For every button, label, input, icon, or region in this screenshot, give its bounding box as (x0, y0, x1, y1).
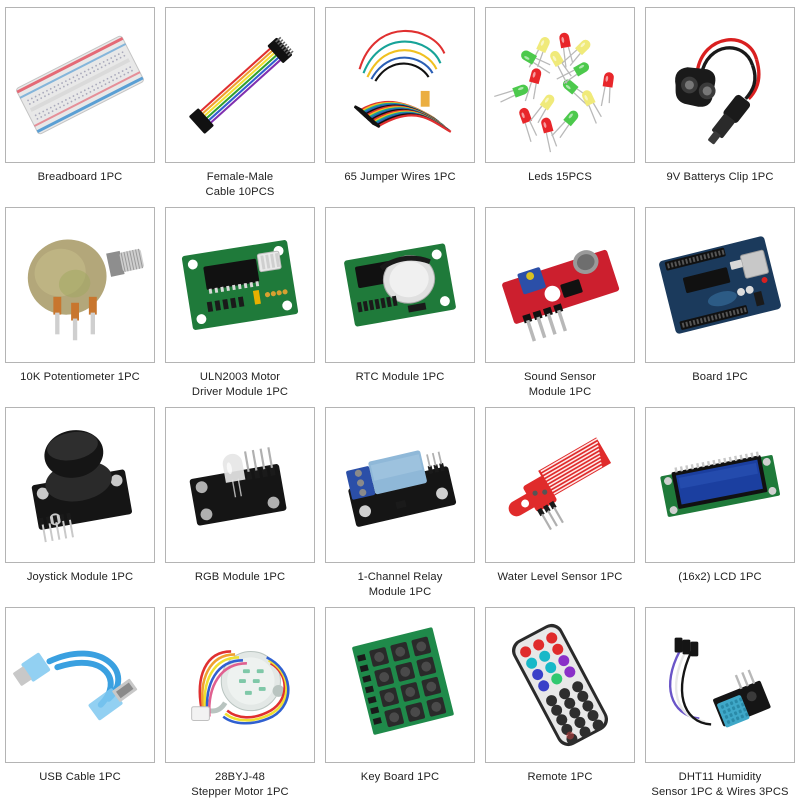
product-label-stepper-motor: 28BYJ-48 Stepper Motor 1PC (191, 771, 289, 798)
product-label-leds: Leds 15PCS (528, 171, 592, 183)
product-label-lcd-1602: (16x2) LCD 1PC (678, 571, 762, 583)
product-image-uln2003-driver[interactable] (165, 207, 315, 363)
product-image-water-level-sensor[interactable] (485, 407, 635, 563)
product-cell-remote[interactable]: Remote 1PC (480, 600, 640, 800)
product-cell-jumper-wires[interactable]: 65 Jumper Wires 1PC (320, 0, 480, 200)
product-cell-key-board[interactable]: Key Board 1PC (320, 600, 480, 800)
product-image-jumper-wires[interactable] (325, 7, 475, 163)
product-image-usb-cable[interactable] (5, 607, 155, 763)
product-label-uln2003-driver: ULN2003 Motor Driver Module 1PC (191, 371, 289, 398)
product-image-joystick-module[interactable] (5, 407, 155, 563)
product-label-key-board: Key Board 1PC (360, 771, 440, 783)
product-cell-joystick-module[interactable]: Joystick Module 1PC (0, 400, 160, 600)
product-label-sound-sensor: Sound Sensor Module 1PC (523, 371, 597, 398)
product-label-female-male-cable: Female-Male Cable 10PCS (205, 171, 275, 198)
product-image-battery-clip[interactable] (645, 7, 795, 163)
product-cell-stepper-motor[interactable]: 28BYJ-48 Stepper Motor 1PC (160, 600, 320, 800)
product-image-stepper-motor[interactable] (165, 607, 315, 763)
product-cell-breadboard[interactable]: Breadboard 1PC (0, 0, 160, 200)
product-image-female-male-cable[interactable] (165, 7, 315, 163)
product-cell-sound-sensor[interactable]: Sound Sensor Module 1PC (480, 200, 640, 400)
product-cell-female-male-cable[interactable]: Female-Male Cable 10PCS (160, 0, 320, 200)
product-label-joystick-module: Joystick Module 1PC (26, 571, 134, 583)
product-image-remote[interactable] (485, 607, 635, 763)
product-label-rgb-module: RGB Module 1PC (194, 571, 286, 583)
product-label-relay-module: 1-Channel Relay Module 1PC (357, 571, 443, 598)
product-cell-rtc-module[interactable]: RTC Module 1PC (320, 200, 480, 400)
product-cell-potentiometer[interactable]: 10K Potentiometer 1PC (0, 200, 160, 400)
product-cell-battery-clip[interactable]: 9V Batterys Clip 1PC (640, 0, 800, 200)
product-cell-lcd-1602[interactable]: (16x2) LCD 1PC (640, 400, 800, 600)
product-image-potentiometer[interactable] (5, 207, 155, 363)
product-cell-water-level-sensor[interactable]: Water Level Sensor 1PC (480, 400, 640, 600)
product-cell-leds[interactable]: Leds 15PCS (480, 0, 640, 200)
product-label-breadboard: Breadboard 1PC (37, 171, 123, 183)
product-cell-usb-cable[interactable]: USB Cable 1PC (0, 600, 160, 800)
product-image-key-board[interactable] (325, 607, 475, 763)
product-cell-relay-module[interactable]: 1-Channel Relay Module 1PC (320, 400, 480, 600)
product-label-remote: Remote 1PC (527, 771, 593, 783)
product-label-battery-clip: 9V Batterys Clip 1PC (666, 171, 774, 183)
product-cell-dht11-sensor[interactable]: DHT11 Humidity Sensor 1PC & Wires 3PCS (640, 600, 800, 800)
product-image-rtc-module[interactable] (325, 207, 475, 363)
product-cell-uln2003-driver[interactable]: ULN2003 Motor Driver Module 1PC (160, 200, 320, 400)
product-label-potentiometer: 10K Potentiometer 1PC (20, 371, 140, 383)
product-image-rgb-module[interactable] (165, 407, 315, 563)
product-label-board: Board 1PC (692, 371, 748, 383)
product-image-lcd-1602[interactable] (645, 407, 795, 563)
product-cell-board[interactable]: Board 1PC (640, 200, 800, 400)
product-image-dht11-sensor[interactable] (645, 607, 795, 763)
product-image-sound-sensor[interactable] (485, 207, 635, 363)
product-label-water-level-sensor: Water Level Sensor 1PC (497, 571, 623, 583)
product-image-leds[interactable] (485, 7, 635, 163)
product-image-breadboard[interactable] (5, 7, 155, 163)
product-label-jumper-wires: 65 Jumper Wires 1PC (344, 171, 456, 183)
product-cell-rgb-module[interactable]: RGB Module 1PC (160, 400, 320, 600)
product-image-relay-module[interactable] (325, 407, 475, 563)
product-label-usb-cable: USB Cable 1PC (39, 771, 121, 783)
product-image-board[interactable] (645, 207, 795, 363)
product-label-dht11-sensor: DHT11 Humidity Sensor 1PC & Wires 3PCS (651, 771, 789, 798)
product-label-rtc-module: RTC Module 1PC (355, 371, 445, 383)
